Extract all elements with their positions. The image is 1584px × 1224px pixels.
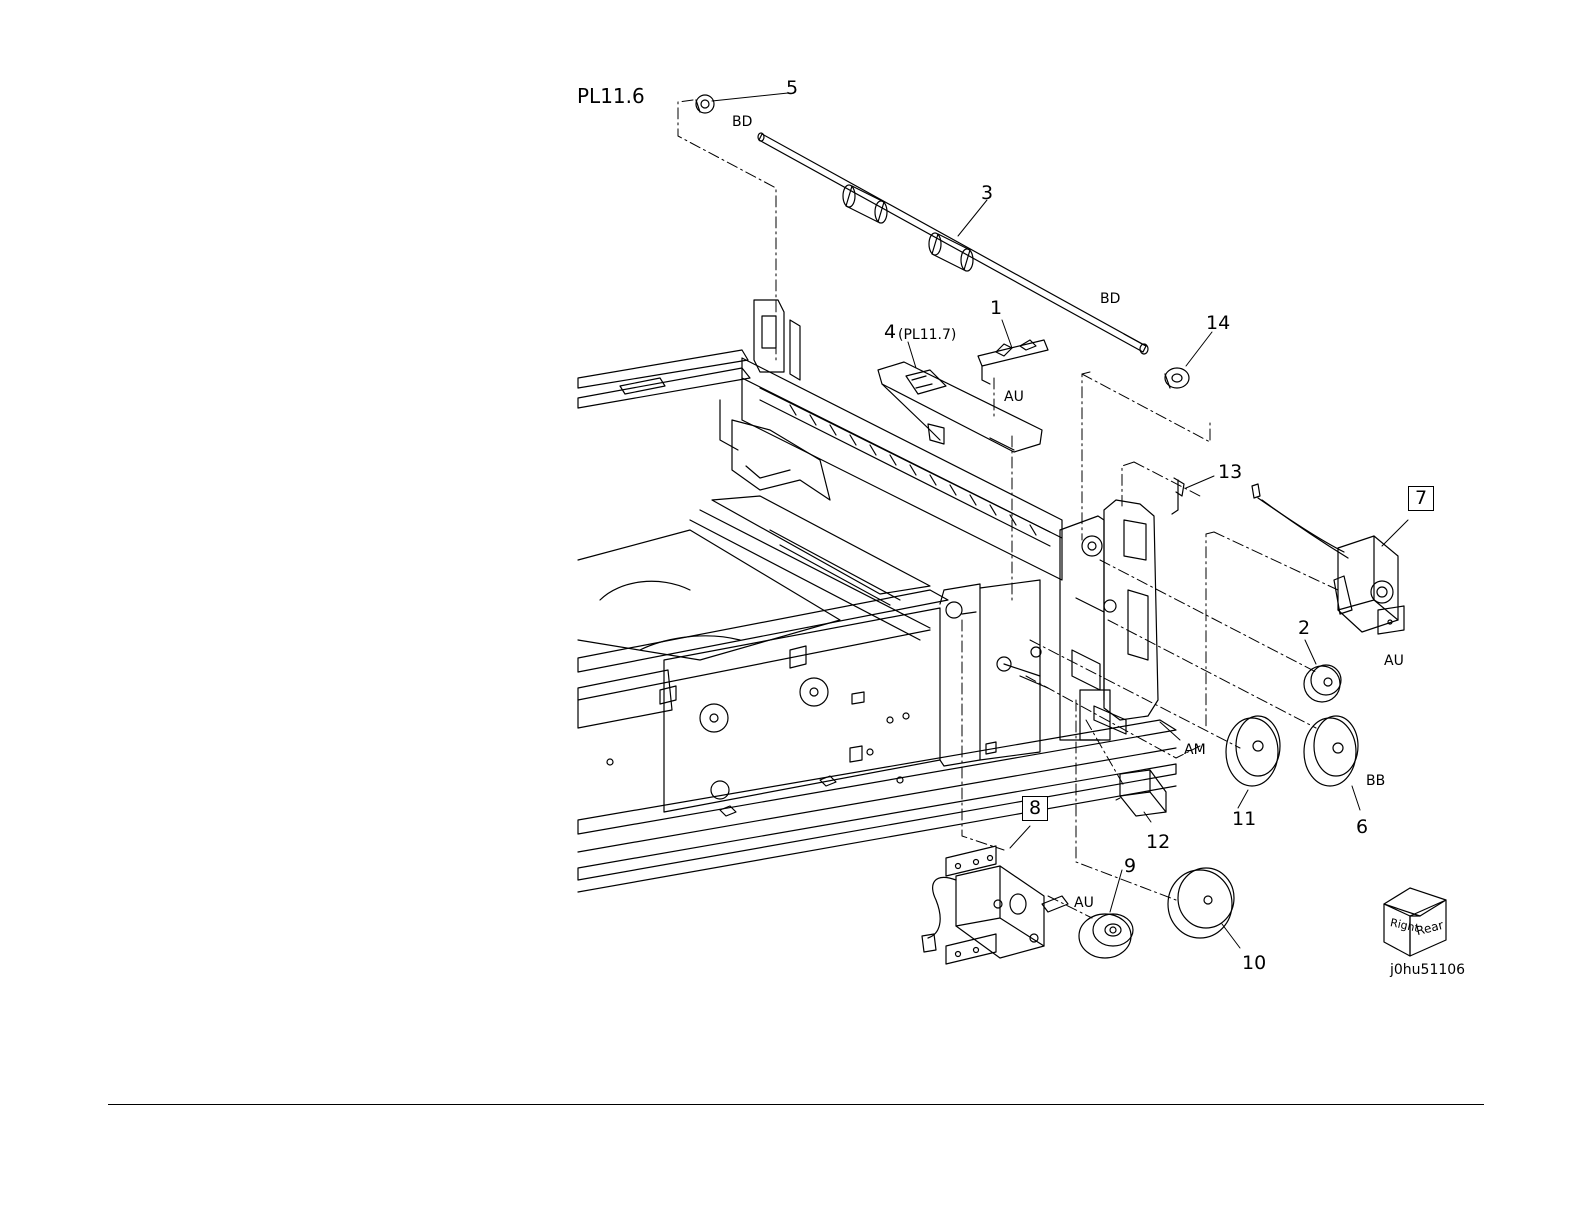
callout-2: 2 xyxy=(1298,619,1310,638)
ref-au-motor8: AU xyxy=(1074,896,1094,910)
callout-13: 13 xyxy=(1218,463,1242,482)
part-7-motor xyxy=(1252,484,1404,634)
ref-au-bracket: AU xyxy=(1004,390,1024,404)
callout-4: 4 xyxy=(884,323,896,342)
part-2-gear xyxy=(1304,665,1341,702)
ref-am: AM xyxy=(1184,743,1206,757)
part-8-motor xyxy=(922,846,1068,964)
ref-bd-top: BD xyxy=(732,115,752,129)
figure-id: j0hu51106 xyxy=(1390,963,1465,977)
leader-lines xyxy=(712,93,1408,948)
callout-14: 14 xyxy=(1206,314,1230,333)
callout-6: 6 xyxy=(1356,818,1368,837)
part-9-gear xyxy=(1079,914,1133,958)
callout-12: 12 xyxy=(1146,833,1170,852)
part-4-sensor-bracket xyxy=(878,362,1042,452)
part-5-bearing xyxy=(696,95,714,113)
callout-8: 8 xyxy=(1022,796,1048,821)
part-13-clip xyxy=(1172,478,1184,514)
plate-label: PL11.6 xyxy=(577,86,645,106)
callout-3: 3 xyxy=(981,184,993,203)
callout-7: 7 xyxy=(1408,486,1434,511)
callout-11: 11 xyxy=(1232,810,1256,829)
part-11-gear xyxy=(1226,716,1280,786)
callout-4-ref: (PL11.7) xyxy=(898,328,956,342)
ref-au-motor7: AU xyxy=(1384,654,1404,668)
ref-bd-shaft: BD xyxy=(1100,292,1120,306)
part-1-sensor xyxy=(978,340,1048,384)
callout-1: 1 xyxy=(990,299,1002,318)
main-frame xyxy=(578,300,1176,892)
callout-9: 9 xyxy=(1124,857,1136,876)
footer-divider xyxy=(108,1104,1484,1105)
callout-5: 5 xyxy=(786,79,798,98)
assembly-lines xyxy=(678,100,1338,918)
part-14-bearing xyxy=(1165,368,1189,388)
callout-10: 10 xyxy=(1242,954,1266,973)
ref-bb: BB xyxy=(1366,774,1385,788)
part-3-feed-roller-shaft xyxy=(758,133,1148,354)
part-6-gear xyxy=(1304,716,1358,786)
